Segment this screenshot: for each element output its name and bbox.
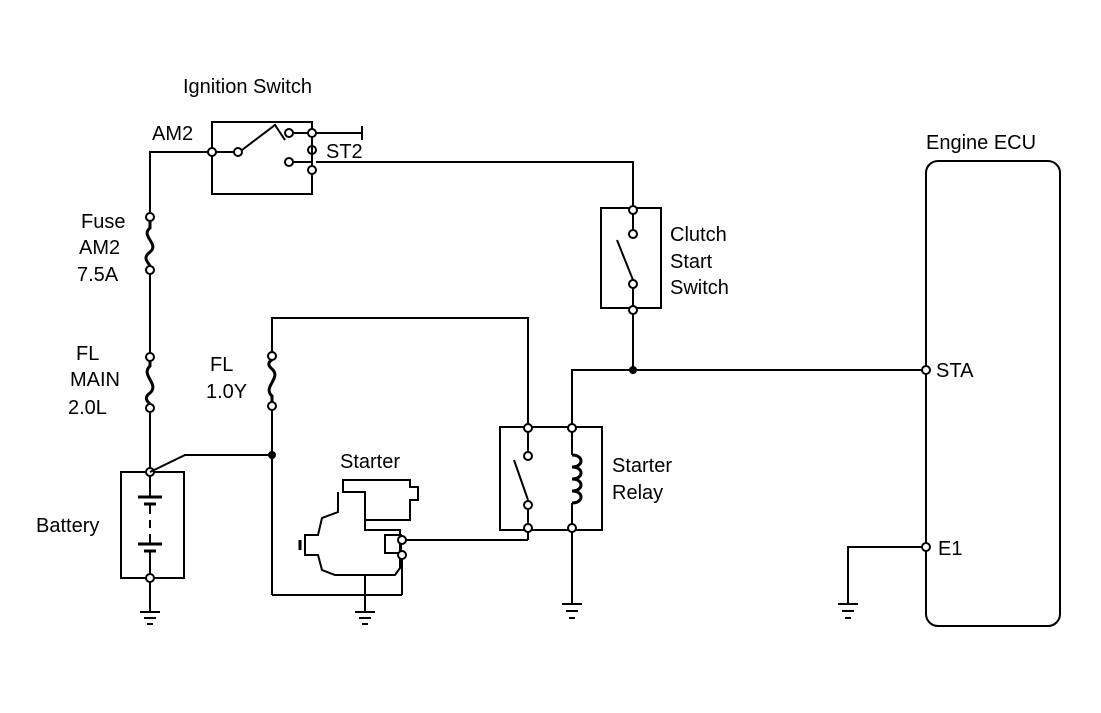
e1-terminal — [921, 542, 931, 552]
fuse-am2-element — [144, 221, 155, 267]
battery-label: Battery — [36, 515, 99, 537]
engine-ecu-box — [925, 160, 1061, 627]
ignition-switch — [149, 121, 634, 213]
sta-signal-wire — [571, 369, 922, 424]
am2-wire — [149, 151, 212, 213]
clutch-switch-arm — [616, 239, 634, 281]
fl-1-0y-fusible-link — [267, 317, 529, 595]
fuse-am2-label-2: AM2 — [79, 237, 120, 259]
fl-small-element — [267, 358, 277, 402]
sta-terminal-label: STA — [936, 360, 974, 382]
am2-terminal-label: AM2 — [152, 123, 193, 145]
e1-terminal-label: E1 — [938, 538, 962, 560]
battery-box — [120, 471, 185, 579]
fl-main-element — [144, 361, 155, 406]
relay-contact-arm — [513, 459, 529, 501]
clutch-switch-box — [600, 207, 662, 309]
fuse-am2-label-1: Fuse — [81, 211, 125, 233]
starter-motor — [298, 479, 528, 625]
fl-small-label-2: 1.0Y — [206, 381, 247, 403]
ignition-switch-title: Ignition Switch — [183, 76, 312, 98]
clutch-switch-label-1: Clutch — [670, 224, 727, 246]
clutch-switch-label-3: Switch — [670, 277, 729, 299]
fl-main-label-2: MAIN — [70, 369, 120, 391]
fuse-am2 — [144, 212, 155, 353]
starter-relay — [499, 423, 603, 619]
battery-feed-wire — [149, 454, 272, 473]
relay-contact-feed-wire — [271, 317, 529, 424]
starter-relay-label-1: Starter — [612, 455, 672, 477]
ignition-switch-lever — [241, 123, 286, 151]
fuse-am2-label-3: 7.5A — [77, 264, 119, 286]
engine-ecu — [838, 160, 1061, 627]
starter-relay-box — [499, 426, 603, 531]
starter-housing — [304, 492, 401, 576]
clutch-start-switch — [600, 205, 662, 370]
sta-terminal — [921, 365, 931, 375]
fl-main-label-3: 2.0L — [68, 397, 107, 419]
starter-relay-label-2: Relay — [612, 482, 663, 504]
relay-coil — [571, 453, 583, 505]
fl-small-label-1: FL — [210, 354, 233, 376]
engine-ecu-title: Engine ECU — [926, 132, 1036, 154]
starter-label: Starter — [340, 451, 400, 473]
clutch-switch-label-2: Start — [670, 251, 713, 273]
fl-main-label-1: FL — [76, 343, 99, 365]
st2-wire — [316, 161, 634, 208]
battery — [120, 467, 185, 625]
fl-main-fusible-link — [144, 352, 155, 472]
e1-ground-wire — [847, 546, 922, 604]
st2-terminal-label: ST2 — [326, 141, 363, 163]
starter-solenoid — [342, 479, 419, 521]
